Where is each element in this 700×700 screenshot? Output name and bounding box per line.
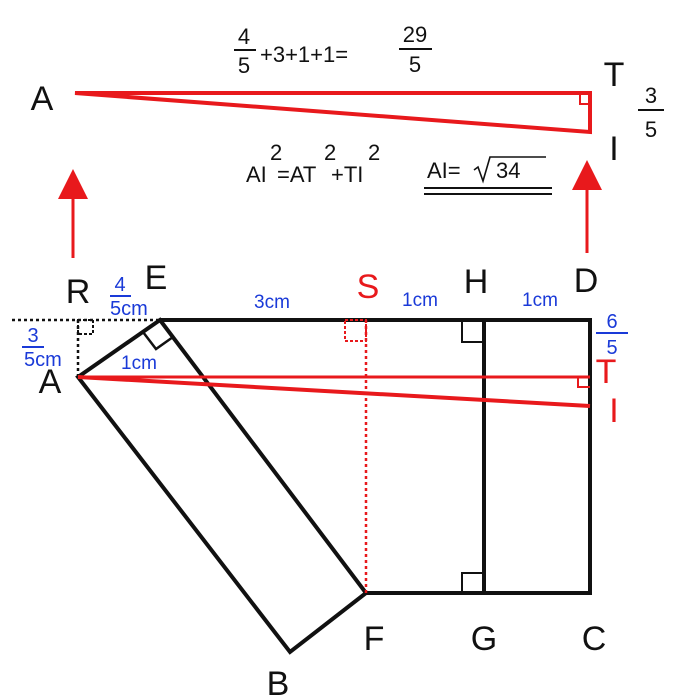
label-b: B [267, 665, 290, 700]
dim-di-den: 5 [606, 337, 617, 359]
label-h: H [464, 263, 489, 301]
sum-terms: +3+1+1= [260, 42, 348, 67]
label-c: C [582, 620, 607, 658]
pyth-exp-3: 2 [368, 140, 380, 165]
label-f: F [364, 620, 385, 658]
label-e: E [145, 259, 168, 297]
label-a-top: A [31, 80, 54, 118]
label-r: R [66, 273, 91, 311]
dim-ra-den: 5cm [24, 349, 62, 371]
dim-di-num: 6 [606, 311, 617, 333]
right-angle-mark-t [579, 93, 590, 105]
triangle-ati [74, 91, 592, 135]
sum-frac2-den: 5 [409, 52, 421, 77]
label-s: S [357, 268, 380, 306]
pyth-exp-2: 2 [324, 140, 336, 165]
pyth-at: =AT [277, 162, 316, 187]
sum-equation: 4 5 +3+1+1= 29 5 [234, 22, 432, 78]
sqrt-sign [473, 156, 546, 184]
ti-frac-den: 5 [645, 117, 657, 142]
dim-hd: 1cm [522, 290, 558, 311]
sum-frac1-den: 5 [238, 53, 250, 78]
label-g: G [471, 620, 497, 658]
pyth-left: AI [246, 162, 267, 187]
label-a: A [39, 363, 62, 401]
ai-result: AI= 34 [424, 156, 552, 195]
ai-radicand: 34 [496, 158, 520, 183]
ai-prefix: AI= [427, 158, 461, 183]
pythagoras-equation: AI 2 =AT 2 +TI 2 [246, 140, 380, 187]
rectangle-edcf [160, 318, 592, 595]
dim-re-num: 4 [114, 274, 125, 296]
sum-frac1-num: 4 [238, 24, 250, 49]
label-d: D [574, 262, 599, 300]
right-angle-mark-g [461, 572, 484, 593]
right-angle-mark-t-figure [577, 377, 590, 388]
label-i: I [609, 392, 618, 430]
dim-es: 3cm [254, 292, 290, 313]
dim-ea: 1cm [121, 353, 157, 374]
label-i-top: I [609, 130, 618, 168]
dim-sh: 1cm [402, 290, 438, 311]
label-t: T [596, 353, 617, 391]
enlarged-triangle: A T I 3 5 [31, 56, 664, 168]
right-angle-mark-e [142, 331, 174, 351]
right-angle-mark-s [344, 319, 367, 342]
sum-frac2-num: 29 [403, 22, 427, 47]
right-angle-mark-r [77, 319, 94, 335]
label-t-top: T [604, 56, 625, 94]
pyth-ti: +TI [331, 162, 363, 187]
ti-frac-num: 3 [645, 83, 657, 108]
right-angle-mark-h [461, 320, 484, 343]
dim-ra-num: 3 [27, 325, 38, 347]
pyth-exp-1: 2 [270, 140, 282, 165]
dim-re-den: 5cm [110, 298, 148, 320]
segment-ai [77, 375, 591, 408]
